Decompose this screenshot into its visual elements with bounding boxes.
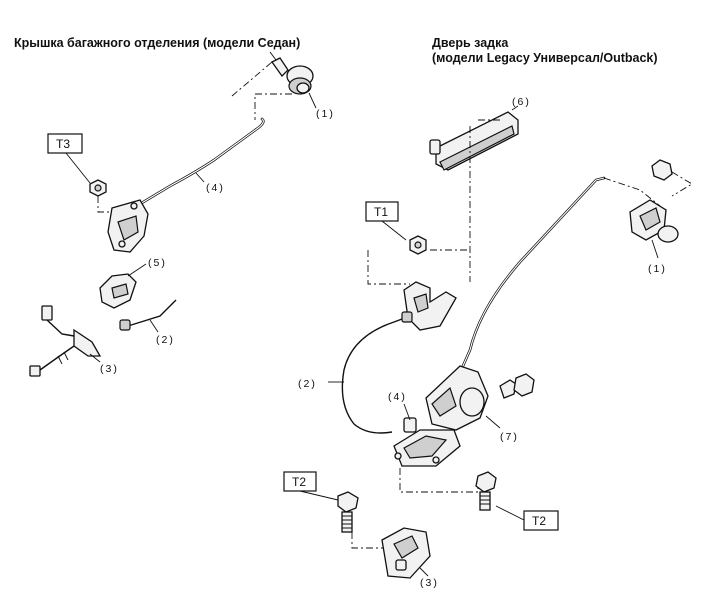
wagon-bolt-t2-left — [337, 491, 359, 533]
wagon-label-1: (1) — [648, 263, 667, 275]
sedan-lock-rod — [138, 117, 265, 206]
sedan-label-2: (2) — [156, 334, 175, 346]
sedan-cylinder-guide-line-2 — [231, 61, 273, 97]
sedan-label-5: (5) — [148, 257, 167, 269]
wagon-actuator-screw — [499, 373, 535, 399]
sedan-trunk-lock-assembly: (1) (4) T3 (5) — [29, 51, 335, 377]
wagon-label-t2-right: T2 — [532, 514, 546, 528]
wagon-label-7: (7) — [500, 431, 519, 443]
wagon-striker-guide-line — [351, 532, 390, 549]
wagon-key-cylinder — [629, 159, 679, 243]
wagon-latch-4 — [393, 417, 461, 467]
sedan-release-cable — [119, 299, 177, 331]
wagon-nut-t1 — [409, 235, 427, 255]
wagon-label-2: (2) — [298, 378, 317, 390]
wagon-label-6: (6) — [512, 96, 531, 108]
sedan-clip-5 — [99, 273, 137, 309]
wagon-label-t2-left: T2 — [292, 475, 306, 489]
sedan-key-cylinder — [269, 51, 314, 95]
sedan-nut — [89, 179, 107, 197]
wagon-release-cable — [341, 311, 413, 434]
wagon-lock-rod — [446, 176, 606, 402]
wagon-actuator-7 — [425, 365, 489, 431]
wagon-bracket — [403, 281, 457, 331]
wagon-handle-6 — [429, 111, 519, 171]
sedan-latch-cable-3 — [29, 305, 102, 377]
wagon-cylinder-guide-line — [671, 171, 693, 197]
sedan-label-1: (1) — [316, 108, 335, 120]
sedan-label-t3: T3 — [56, 137, 70, 151]
wagon-rear-gate-lock-assembly: (6) (1) T1 — [283, 96, 693, 589]
wagon-label-4: (4) — [388, 391, 407, 403]
sedan-lock-body — [107, 199, 149, 253]
wagon-latch-guide-line — [399, 468, 479, 493]
wagon-striker-3 — [381, 527, 431, 579]
sedan-section-title: Крышка багажного отделения (модели Седан… — [14, 36, 301, 50]
wagon-bolt-t2-right — [475, 471, 497, 511]
wagon-torque-box-t2-right — [523, 510, 559, 531]
wagon-section-subtitle: (модели Legacy Универсал/Outback) — [432, 51, 658, 65]
sedan-label-3: (3) — [100, 363, 119, 375]
wagon-label-3: (3) — [420, 577, 439, 589]
wagon-section-title: Дверь задка — [432, 36, 509, 50]
sedan-label-4: (4) — [206, 182, 225, 194]
wagon-label-t1: T1 — [374, 205, 388, 219]
wagon-nut-guide-line — [367, 250, 410, 285]
sedan-torque-box-t3 — [47, 133, 83, 154]
wagon-rod-guide-line — [603, 177, 661, 207]
sedan-cylinder-guide-line — [254, 93, 292, 120]
